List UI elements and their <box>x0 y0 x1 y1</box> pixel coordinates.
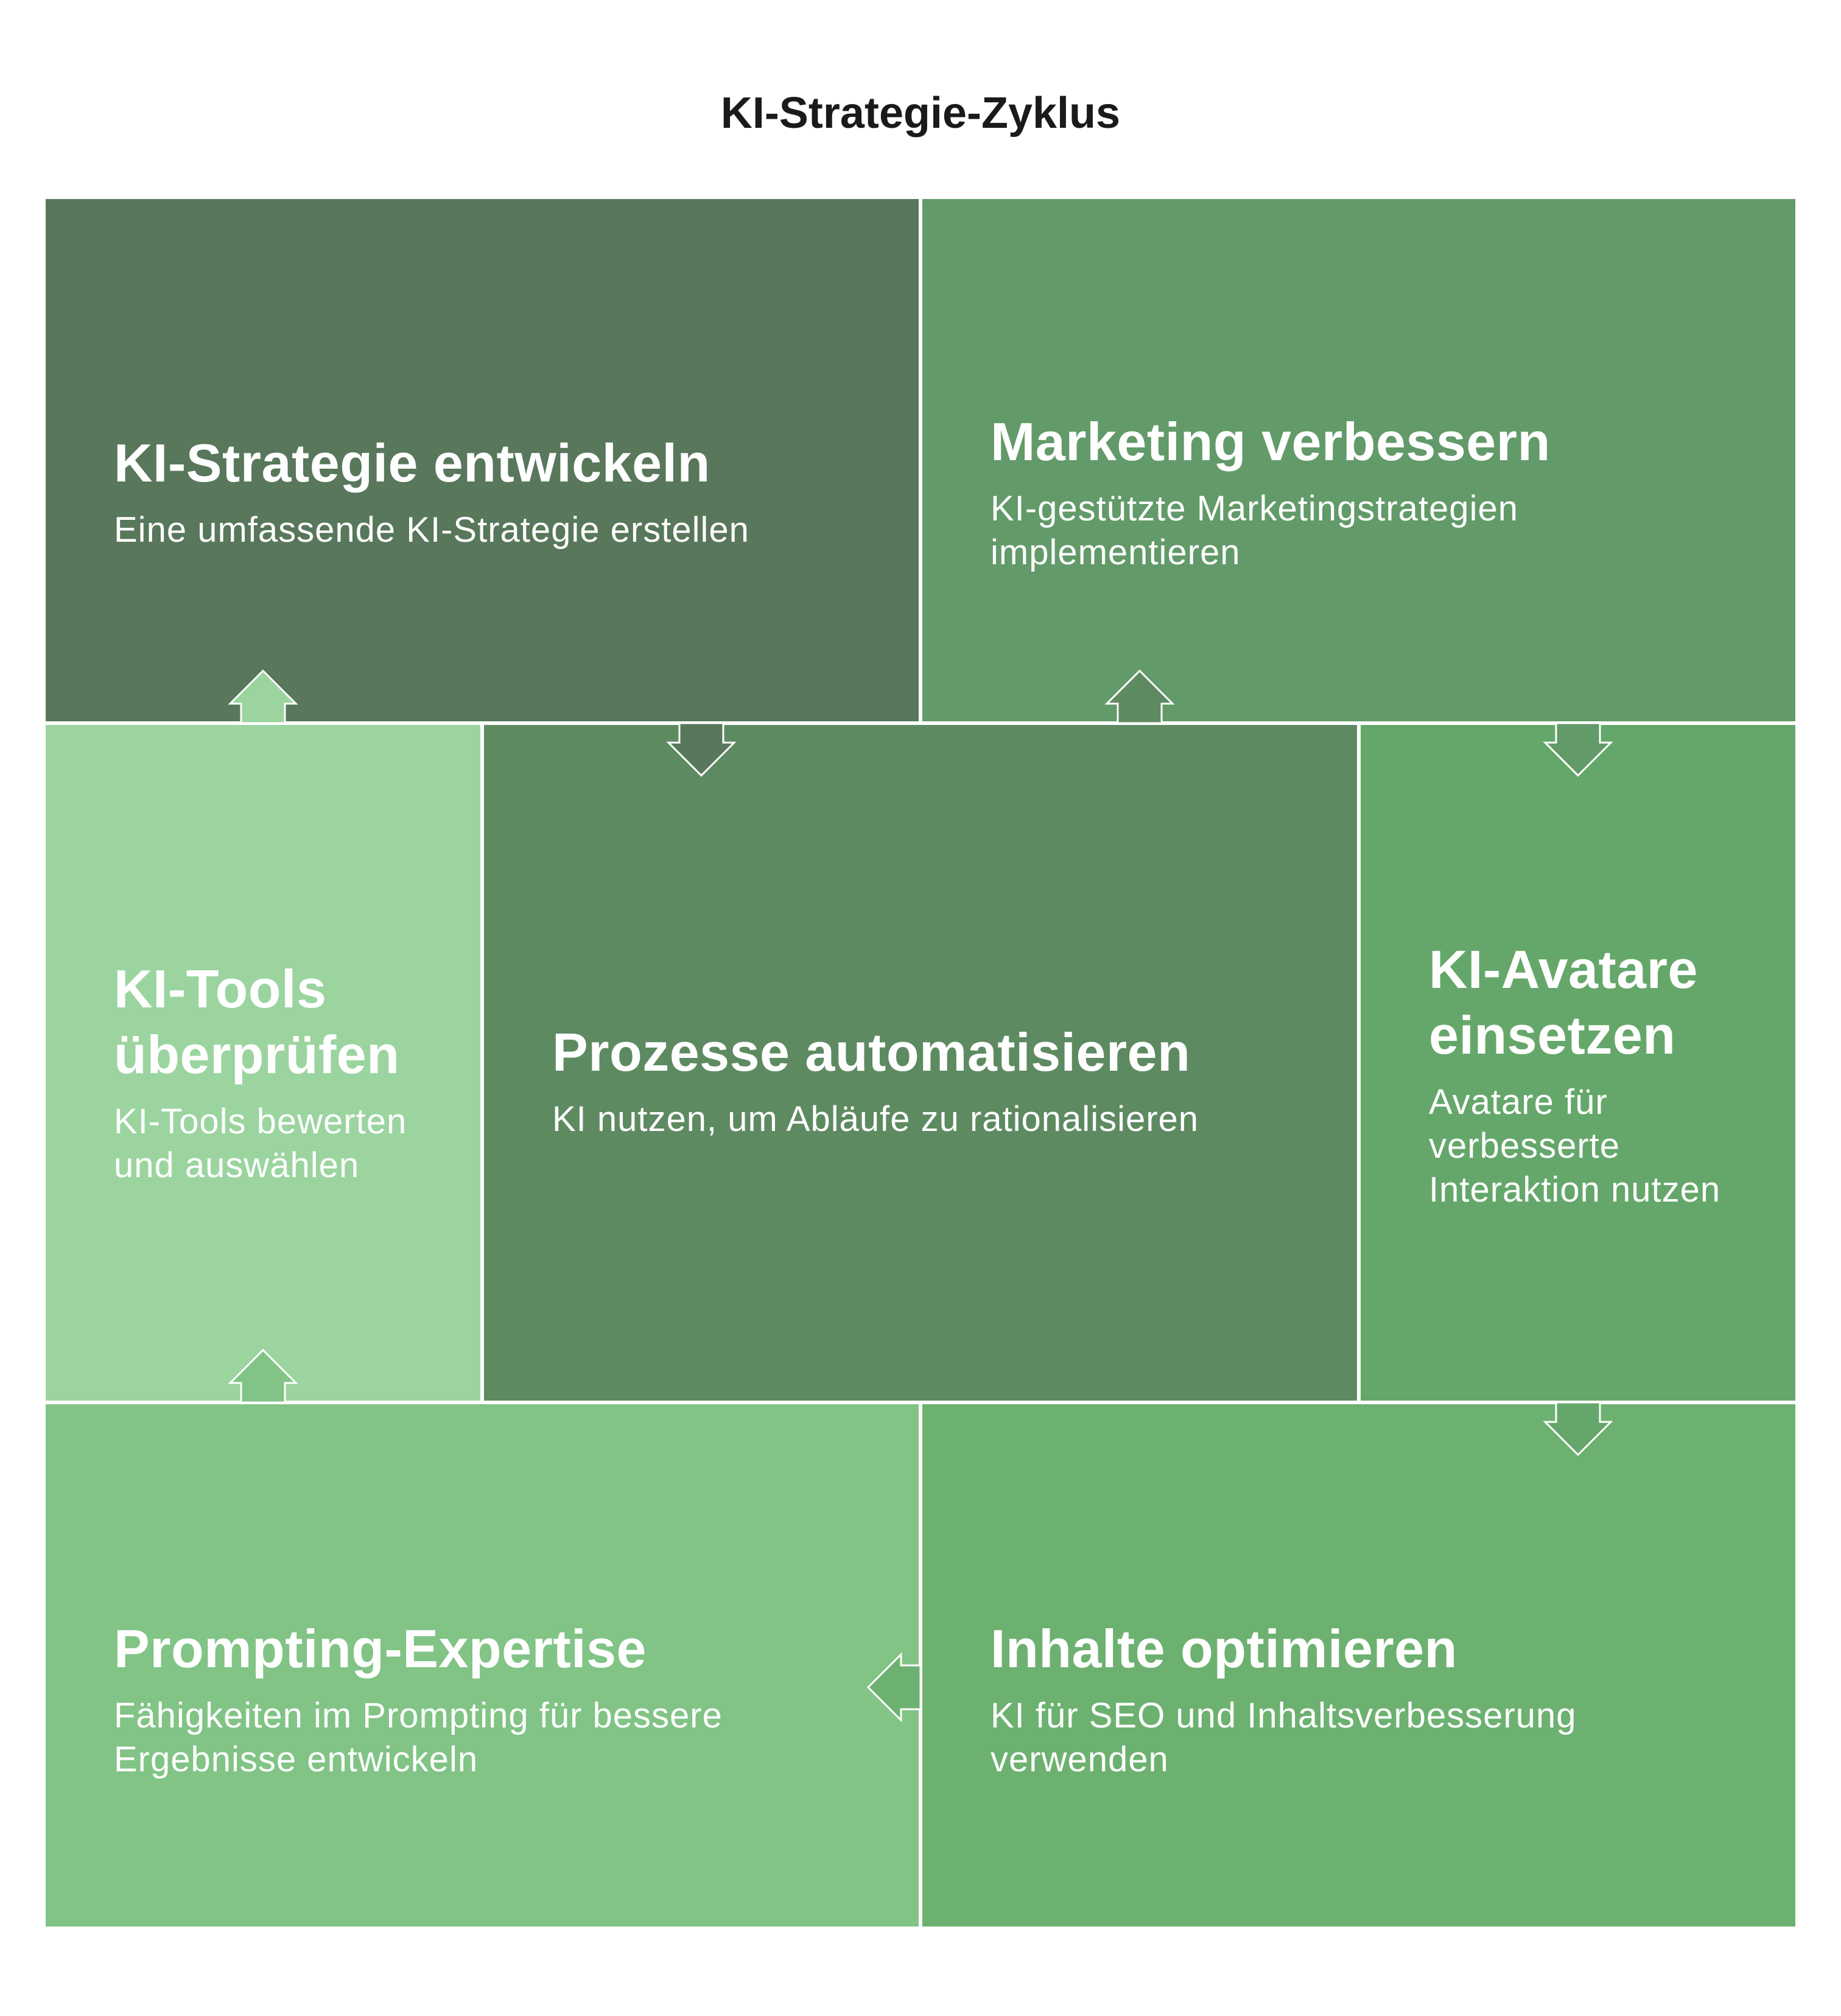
cell-description: KI für SEO und Inhaltsverbesserung verwe… <box>991 1696 1577 1779</box>
cell-marketing-verbessern: Marketing verbessern KI-gestützte Market… <box>920 197 1797 723</box>
cell-heading: KI-Strategie entwickeln <box>114 433 710 493</box>
cell-inhalte-optimieren: Inhalte optimieren KI für SEO und Inhalt… <box>920 1402 1797 1928</box>
cell-heading: KI-Tools überprüfen <box>114 959 400 1085</box>
arrow-down-icon <box>666 722 737 777</box>
arrow-up-icon <box>228 1348 298 1404</box>
cell-description: KI-gestützte Marketingstrategien impleme… <box>991 489 1518 572</box>
cell-description: KI-Tools bewerten und auswählen <box>114 1102 407 1185</box>
cell-ki-strategie-entwickeln: KI-Strategie entwickeln Eine umfassende … <box>44 197 920 723</box>
cell-prozesse-automatisieren: Prozesse automatisieren KI nutzen, um Ab… <box>482 723 1359 1402</box>
cell-heading: KI-Avatare einsetzen <box>1429 939 1698 1065</box>
diagram-title: KI-Strategie-Zyklus <box>720 89 1121 138</box>
arrow-up-icon <box>228 669 298 724</box>
arrow-down-icon <box>1543 1401 1613 1457</box>
arrow-up-icon <box>1104 669 1175 724</box>
cell-ki-tools-ueberpruefen: KI-Tools überprüfen KI-Tools bewerten un… <box>44 723 482 1402</box>
cell-heading: Prozesse automatisieren <box>552 1022 1191 1082</box>
cell-prompting-expertise: Prompting-Expertise Fähigkeiten im Promp… <box>44 1402 920 1928</box>
arrow-left-icon <box>866 1652 922 1723</box>
cell-heading: Marketing verbessern <box>991 411 1551 472</box>
cell-ki-avatare-einsetzen: KI-Avatare einsetzen Avatare für verbess… <box>1359 723 1797 1402</box>
cell-description: KI nutzen, um Abläufe zu rationalisieren <box>552 1099 1199 1139</box>
cell-description: Avatare für verbesserte Interaktion nutz… <box>1429 1082 1721 1209</box>
cell-heading: Prompting-Expertise <box>114 1619 647 1679</box>
arrow-down-icon <box>1543 722 1613 777</box>
cell-description: Eine umfassende KI-Strategie erstellen <box>114 510 749 550</box>
cell-heading: Inhalte optimieren <box>991 1619 1457 1679</box>
cell-description: Fähigkeiten im Prompting für bessere Erg… <box>114 1696 723 1779</box>
